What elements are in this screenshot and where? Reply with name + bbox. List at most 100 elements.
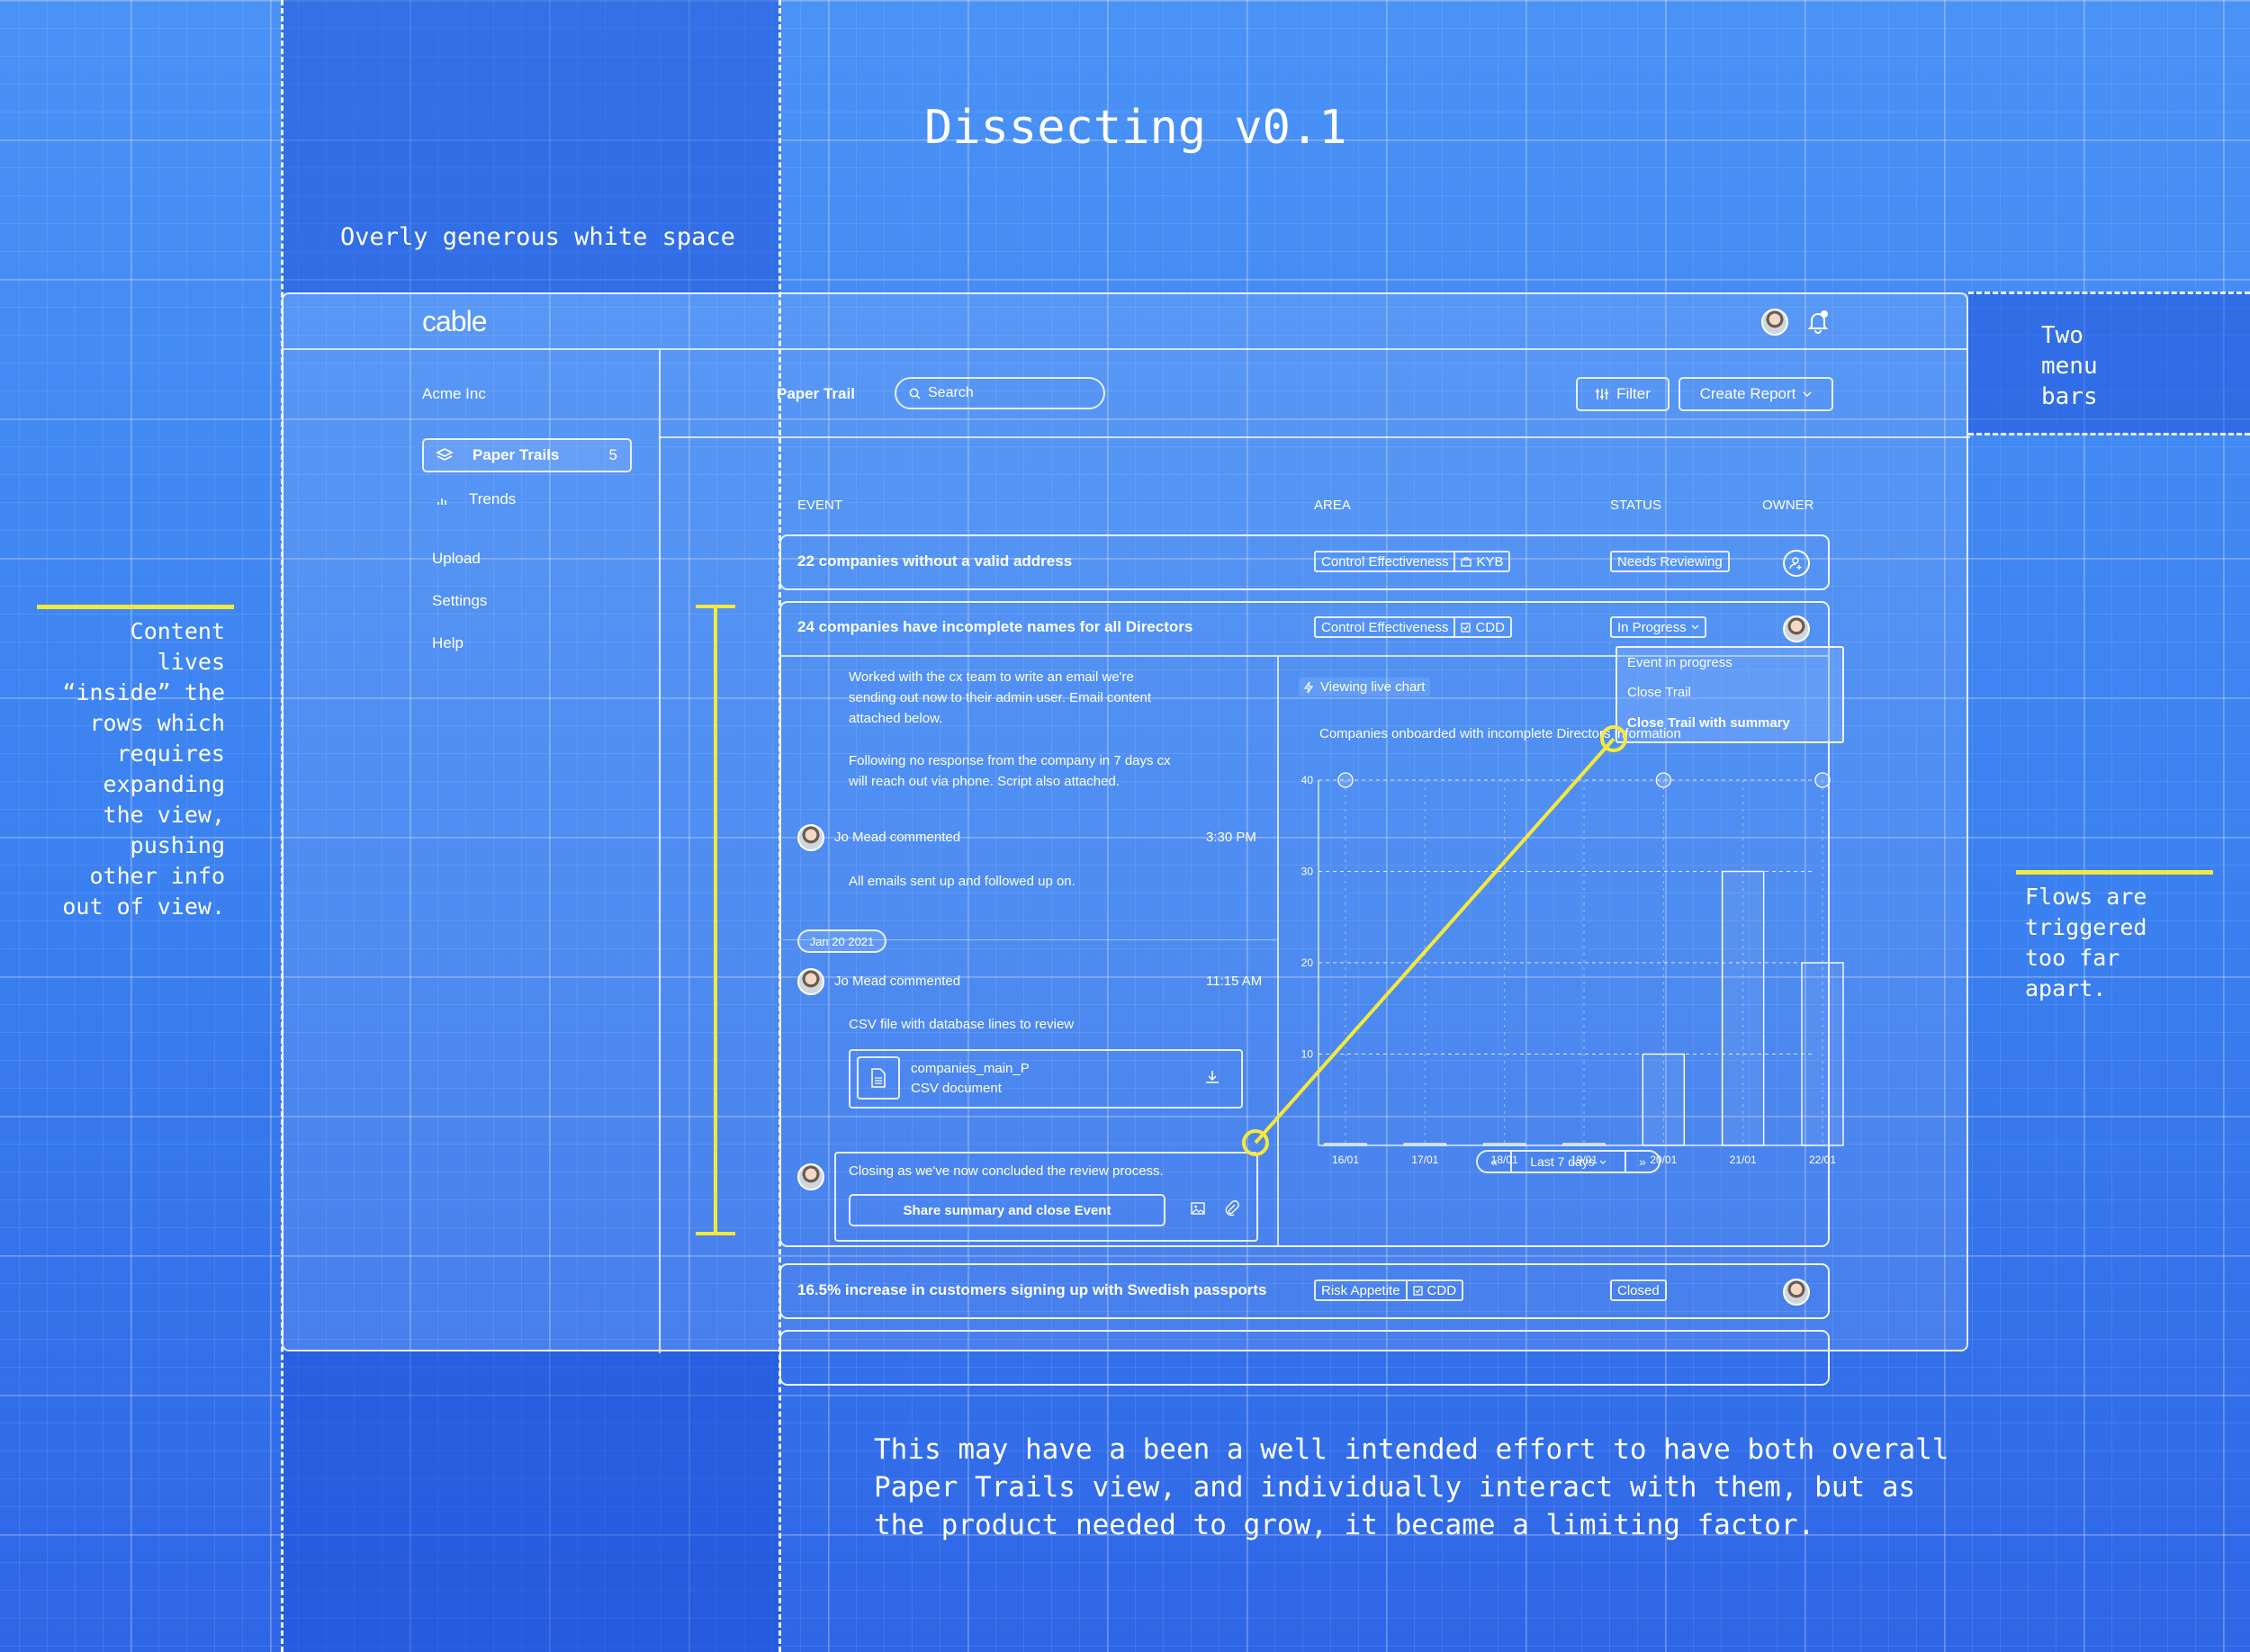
sidebar-item-upload[interactable]: Upload xyxy=(432,550,481,567)
checkbox-icon xyxy=(1412,1285,1423,1296)
image-icon[interactable] xyxy=(1190,1200,1206,1217)
x-tick-label: 17/01 xyxy=(1411,1154,1438,1166)
note-white-space: Overly generous white space xyxy=(340,223,735,251)
note-bottom: This may have a been a well intended eff… xyxy=(874,1433,1949,1541)
y-tick-label: 30 xyxy=(1301,866,1314,878)
sidebar-divider xyxy=(659,348,661,1353)
sidebar-item-trends[interactable]: Trends xyxy=(436,488,616,511)
comment-text: All emails sent up and followed up on. xyxy=(849,874,1076,889)
guide-menu-top xyxy=(1968,292,2250,294)
thread-note: Worked with the cx team to write an emai… xyxy=(849,669,1152,726)
user-avatar[interactable] xyxy=(1761,309,1788,336)
bar-chart-icon xyxy=(437,498,446,505)
column-header-status: STATUS xyxy=(1610,498,1661,513)
white-space-band-top xyxy=(282,0,780,292)
range-next-button[interactable]: » xyxy=(1624,1152,1659,1172)
event-marker-icon xyxy=(1814,772,1831,788)
note-content: Content lives “inside” the rows which re… xyxy=(62,618,225,920)
note-menu-bars: Two menu bars xyxy=(2041,322,2098,410)
reply-composer[interactable] xyxy=(834,1152,1258,1242)
column-header-event: EVENT xyxy=(797,498,843,513)
table-row-expanded[interactable] xyxy=(779,601,1830,1247)
thread-note: Following no response from the company i… xyxy=(849,753,1171,789)
menu-item-event-in-progress[interactable]: Event in progress xyxy=(1627,655,1732,670)
owner-avatar[interactable] xyxy=(1783,1279,1810,1306)
range-prev-button[interactable]: « xyxy=(1478,1152,1512,1172)
briefcase-icon xyxy=(1461,556,1472,567)
row-expanded-divider xyxy=(781,655,1828,657)
file-name: companies_main_P xyxy=(911,1061,1030,1076)
x-tick-label: 16/01 xyxy=(1332,1154,1359,1166)
file-attachment[interactable] xyxy=(849,1049,1243,1109)
highlight-line-flows xyxy=(2016,870,2213,875)
menu-item-close-trail-summary[interactable]: Close Trail with summary xyxy=(1627,715,1790,731)
white-space-band-bottom xyxy=(282,1351,780,1652)
bar xyxy=(1403,1143,1447,1146)
search-placeholder: Search xyxy=(928,385,974,400)
status-badge[interactable]: Closed xyxy=(1610,1279,1667,1301)
download-icon[interactable] xyxy=(1204,1069,1220,1085)
thread-chart-divider xyxy=(1277,657,1279,1245)
event-marker-icon xyxy=(1337,772,1354,788)
status-dropdown[interactable]: In Progress xyxy=(1610,616,1706,638)
file-type: CSV document xyxy=(911,1081,1002,1096)
bell-icon[interactable] xyxy=(1807,310,1829,334)
sidebar-item-settings[interactable]: Settings xyxy=(432,592,488,609)
header-divider xyxy=(659,436,1970,438)
filter-button[interactable]: Filter xyxy=(1576,377,1670,411)
flow-end-marker xyxy=(1600,725,1627,752)
column-header-area: AREA xyxy=(1314,498,1351,513)
bar xyxy=(1721,870,1765,1146)
x-tick-label: 22/01 xyxy=(1809,1154,1836,1166)
y-tick-label: 10 xyxy=(1301,1048,1314,1061)
table-row-partial[interactable] xyxy=(779,1330,1830,1386)
range-selector: « Last 7 days » xyxy=(1476,1150,1660,1173)
page-title: Dissecting v0.1 xyxy=(924,101,1347,155)
bar xyxy=(1562,1143,1606,1146)
bar xyxy=(1642,1053,1686,1146)
count-badge: 5 xyxy=(608,446,617,463)
search-icon xyxy=(909,388,921,400)
sidebar-item-help[interactable]: Help xyxy=(432,634,464,651)
status-menu xyxy=(1616,646,1844,743)
y-tick-label: 20 xyxy=(1301,956,1314,969)
area-tag: Risk Appetite CDD xyxy=(1314,1279,1464,1301)
sidebar-item-label: Paper Trails xyxy=(472,446,560,463)
search-input[interactable]: Search xyxy=(895,377,1105,409)
area-tag: Control Effectiveness CDD xyxy=(1314,616,1512,638)
date-divider xyxy=(783,939,1277,940)
comment-time: 3:30 PM xyxy=(1206,830,1256,845)
share-summary-button[interactable]: Share summary and close Event xyxy=(849,1194,1166,1226)
bar xyxy=(1324,1143,1367,1146)
menu-item-close-trail[interactable]: Close Trail xyxy=(1627,685,1691,700)
flow-start-marker xyxy=(1242,1129,1269,1156)
column-header-owner: OWNER xyxy=(1762,498,1814,513)
sidebar-item-paper-trails[interactable]: Paper Trails 5 xyxy=(422,438,632,472)
reply-input[interactable]: Closing as we've now concluded the revie… xyxy=(849,1163,1164,1179)
sidebar-item-label: Trends xyxy=(469,490,517,507)
checkbox-icon xyxy=(1461,622,1472,633)
owner-avatar[interactable] xyxy=(1783,615,1810,642)
comment-time: 11:15 AM xyxy=(1206,974,1263,989)
height-bracket xyxy=(696,605,735,1235)
create-report-button[interactable]: Create Report xyxy=(1678,377,1833,411)
table-row[interactable] xyxy=(779,1263,1830,1319)
guide-menu-bottom xyxy=(1968,433,2250,435)
app-logo[interactable]: cable xyxy=(422,305,487,337)
status-badge[interactable]: Needs Reviewing xyxy=(1610,551,1730,572)
paperclip-icon[interactable] xyxy=(1223,1199,1239,1217)
assign-owner-icon[interactable] xyxy=(1783,550,1810,577)
bar xyxy=(1482,1143,1526,1146)
comment-author: Jo Mead commented xyxy=(834,830,961,845)
table-row[interactable] xyxy=(779,534,1830,590)
comment-author: Jo Mead commented xyxy=(834,974,961,989)
chart-title: Companies onboarded with incomplete Dire… xyxy=(1319,726,1681,741)
range-select[interactable]: Last 7 days xyxy=(1512,1152,1624,1172)
highlight-line-content xyxy=(37,605,234,609)
live-chart-indicator: Viewing live chart xyxy=(1299,678,1431,696)
chevron-down-icon xyxy=(1691,624,1699,630)
comment-avatar xyxy=(797,824,824,851)
row-event-title: 16.5% increase in customers signing up w… xyxy=(797,1281,1267,1298)
